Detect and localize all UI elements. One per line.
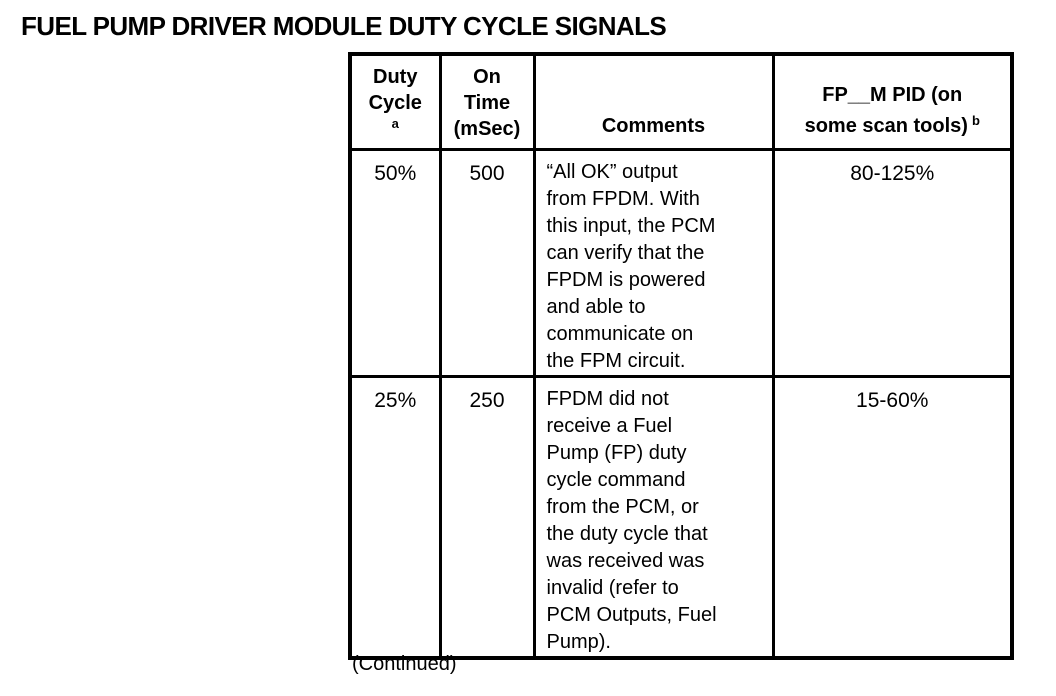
duty-cycle-table-container: Duty Cycle a On Time (mSec) Comments FP_… — [348, 52, 1014, 660]
duty-cycle-table: Duty Cycle a On Time (mSec) Comments FP_… — [348, 52, 1014, 660]
cell-on-time: 250 — [438, 374, 536, 659]
cell-comments: “All OK” output from FPDM. With this inp… — [532, 147, 775, 378]
cell-on-time: 500 — [438, 147, 536, 378]
table-row: 50% 500 “All OK” output from FPDM. With … — [348, 147, 1014, 378]
header-fp-pid-footnote: b — [971, 112, 980, 128]
header-duty-cycle-footnote: a — [391, 116, 399, 131]
continued-note: (Continued) — [352, 653, 457, 675]
cell-duty-cycle: 50% — [348, 147, 442, 378]
header-fp-pid: FP__M PID (on some scan tools)b — [771, 52, 1014, 151]
cell-duty-cycle: 25% — [348, 374, 442, 659]
cell-fp-pid: 80-125% — [771, 147, 1014, 378]
header-duty-cycle: Duty Cycle a — [348, 52, 442, 151]
header-comments: Comments — [532, 52, 775, 151]
cell-fp-pid: 15-60% — [771, 374, 1014, 659]
header-duty-cycle-label: Duty Cycle — [368, 66, 422, 114]
table-row: 25% 250 FPDM did not receive a Fuel Pump… — [348, 374, 1014, 659]
header-on-time-label: On Time (mSec) — [453, 66, 521, 140]
cell-comments: FPDM did not receive a Fuel Pump (FP) du… — [532, 374, 775, 659]
header-on-time: On Time (mSec) — [438, 52, 536, 151]
header-fp-pid-label: FP__M PID (on some scan tools) — [804, 83, 968, 137]
table-header-row: Duty Cycle a On Time (mSec) Comments FP_… — [348, 52, 1014, 151]
page-title: FUEL PUMP DRIVER MODULE DUTY CYCLE SIGNA… — [21, 11, 667, 41]
header-comments-label: Comments — [601, 114, 706, 137]
